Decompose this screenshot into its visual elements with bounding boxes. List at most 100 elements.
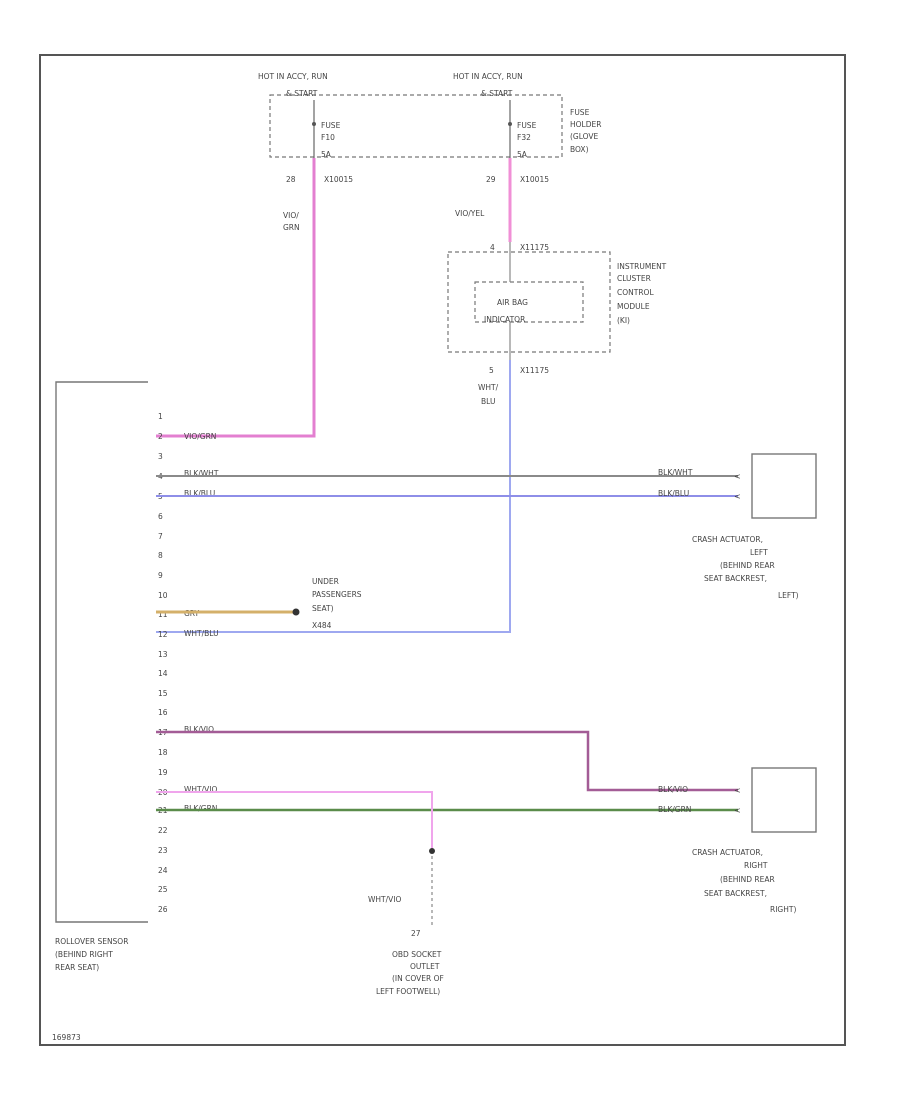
wire-wht-blu bbox=[156, 360, 511, 633]
wire-vio-grn-label-2: GRN bbox=[283, 223, 300, 232]
under-seat-label-2: PASSENGERS bbox=[312, 590, 362, 599]
sensor-pin: 15 bbox=[158, 689, 168, 698]
left-actuator-label-5: LEFT) bbox=[778, 591, 799, 600]
cluster-label-5: (KI) bbox=[617, 316, 630, 325]
wire-wht-blu-label-2: BLU bbox=[481, 397, 495, 406]
right-actuator-label-4: SEAT BACKREST, bbox=[704, 889, 767, 898]
diagram-code: 169873 bbox=[52, 1033, 81, 1042]
under-seat-label-1: UNDER bbox=[312, 577, 339, 586]
obd-splice bbox=[429, 848, 435, 854]
sensor-pin: 16 bbox=[158, 708, 168, 717]
fuse-right-id: F32 bbox=[517, 133, 531, 142]
wire-vio-grn-label-1: VIO/ bbox=[283, 211, 299, 220]
fuse-right-hot-label: HOT IN ACCY, RUN bbox=[453, 72, 523, 81]
fuse-left-pin: 28 bbox=[286, 175, 296, 184]
sensor-pin: 19 bbox=[158, 768, 168, 777]
fuse-left-start-label: & START bbox=[286, 89, 318, 98]
right-actuator-wire-top-label: BLK/VIO bbox=[658, 785, 688, 794]
left-crash-actuator bbox=[751, 453, 817, 519]
left-actuator-connector-bottom: < bbox=[734, 492, 741, 501]
right-actuator-label-1: CRASH ACTUATOR, bbox=[692, 848, 763, 857]
obd-label-2: OUTLET bbox=[410, 962, 440, 971]
wire-wht-vio bbox=[156, 791, 433, 850]
obd-wire-label: WHT/VIO bbox=[368, 895, 402, 904]
fuse-right-label: FUSE bbox=[517, 121, 537, 130]
cluster-out-connector: X11175 bbox=[520, 366, 549, 375]
fuse-holder-label-1: FUSE bbox=[570, 108, 590, 117]
cluster-in-connector: X11175 bbox=[520, 243, 549, 252]
cluster-label-1: INSTRUMENT bbox=[617, 262, 667, 271]
cluster-label-3: CONTROL bbox=[617, 288, 654, 297]
sensor-pin: 8 bbox=[158, 551, 163, 560]
wire-blk-vio bbox=[156, 730, 738, 792]
sensor-wire-label-blk-vio: BLK/VIO bbox=[184, 725, 214, 734]
right-actuator-connector-top: < bbox=[734, 786, 741, 795]
fuse-left-label: FUSE bbox=[321, 121, 341, 130]
sensor-pin: 7 bbox=[158, 532, 163, 541]
left-actuator-label-2: LEFT bbox=[750, 548, 768, 557]
sensor-wire-label-blk-blu: BLK/BLU bbox=[184, 489, 215, 498]
under-seat-label-3: SEAT) bbox=[312, 604, 334, 613]
fuse-left-amp: 5A bbox=[321, 150, 332, 159]
fuse-right-terminal bbox=[508, 122, 512, 126]
sensor-pin: 24 bbox=[158, 866, 168, 875]
obd-label-3: (IN COVER OF bbox=[392, 974, 444, 983]
wire-vio-yel-label: VIO/YEL bbox=[455, 209, 485, 218]
obd-label-1: OBD SOCKET bbox=[392, 950, 442, 959]
cluster-label-2: CLUSTER bbox=[617, 274, 651, 283]
wire-wht-blu-label-1: WHT/ bbox=[478, 383, 499, 392]
fuse-left-connector: X10015 bbox=[324, 175, 353, 184]
rollover-sensor-label-3: REAR SEAT) bbox=[55, 963, 99, 972]
airbag-indicator-box bbox=[474, 281, 584, 323]
fuse-left-terminal bbox=[312, 122, 316, 126]
rollover-sensor-label-1: ROLLOVER SENSOR bbox=[55, 937, 128, 946]
sensor-pin: 13 bbox=[158, 650, 168, 659]
left-actuator-label-1: CRASH ACTUATOR, bbox=[692, 535, 763, 544]
right-actuator-label-2: RIGHT bbox=[744, 861, 768, 870]
rollover-sensor-box bbox=[55, 381, 148, 923]
fuse-holder-label-4: BOX) bbox=[570, 145, 589, 154]
sensor-pin: 14 bbox=[158, 669, 168, 678]
fuse-right-start-label: & START bbox=[481, 89, 513, 98]
sensor-wire-label-wht-vio: WHT/VIO bbox=[184, 785, 218, 794]
left-actuator-label-3: (BEHIND REAR bbox=[720, 561, 775, 570]
sensor-pin: 1 bbox=[158, 412, 163, 421]
sensor-wire-label-wht-blu: WHT/BLU bbox=[184, 629, 219, 638]
left-actuator-wire-top-label: BLK/WHT bbox=[658, 468, 693, 477]
fuse-holder-label-2: HOLDER bbox=[570, 120, 601, 129]
sensor-pin: 11 bbox=[158, 610, 168, 619]
right-actuator-wire-bottom-label: BLK/GRN bbox=[658, 805, 691, 814]
fuse-right-amp: 5A bbox=[517, 150, 528, 159]
diagram-frame bbox=[39, 54, 846, 1046]
left-actuator-wire-bottom-label: BLK/BLU bbox=[658, 489, 689, 498]
sensor-wire-label-vio-grn: VIO/GRN bbox=[184, 432, 216, 441]
fuse-holder-label-3: (GLOVE bbox=[570, 132, 599, 141]
sensor-wire-label-blk-grn: BLK/GRN bbox=[184, 804, 217, 813]
rollover-sensor-label-2: (BEHIND RIGHT bbox=[55, 950, 113, 959]
wire-vio-grn bbox=[156, 158, 316, 438]
sensor-pin: 9 bbox=[158, 571, 163, 580]
sensor-pin: 22 bbox=[158, 826, 168, 835]
instrument-cluster-box bbox=[447, 251, 611, 353]
right-actuator-connector-bottom: < bbox=[734, 806, 741, 815]
airbag-indicator-label-2: INDICATOR bbox=[484, 315, 525, 324]
fuse-right-connector: X10015 bbox=[520, 175, 549, 184]
cluster-out-pin: 5 bbox=[489, 366, 494, 375]
sensor-pin-list: 1 2 3 4 5 6 7 8 9 10 11 12 13 14 15 16 1… bbox=[158, 412, 168, 914]
left-actuator-label-4: SEAT BACKREST, bbox=[704, 574, 767, 583]
fuse-left-id: F10 bbox=[321, 133, 335, 142]
sensor-pin: 6 bbox=[158, 512, 163, 521]
fuse-left-hot-label: HOT IN ACCY, RUN bbox=[258, 72, 328, 81]
cluster-in-pin: 4 bbox=[490, 243, 495, 252]
sensor-pin: 26 bbox=[158, 905, 168, 914]
sensor-pin: 10 bbox=[158, 591, 168, 600]
obd-pin: 27 bbox=[411, 929, 421, 938]
under-seat-splice bbox=[292, 608, 300, 616]
sensor-pin: 23 bbox=[158, 846, 168, 855]
fuse-holder-box bbox=[269, 94, 563, 158]
fuse-right-pin: 29 bbox=[486, 175, 496, 184]
left-actuator-connector-top: < bbox=[734, 472, 741, 481]
right-actuator-label-5: RIGHT) bbox=[770, 905, 796, 914]
cluster-label-4: MODULE bbox=[617, 302, 650, 311]
